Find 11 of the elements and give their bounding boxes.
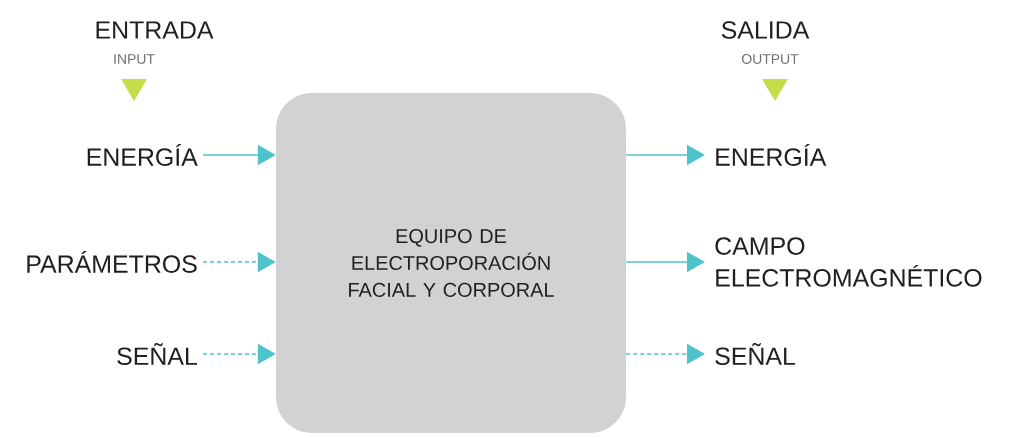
input-label: PARÁMETROS [27,251,197,273]
output-label: CAMPO ELECTROMAGNÉTICO [715,237,982,287]
subheading: INPUT [114,54,155,64]
output-label: SEÑAL [715,342,796,366]
input-label: ENERGÍA [87,144,198,166]
heading: ENTRADA [96,21,214,39]
subheading: OUTPUT [742,54,799,64]
heading: SALIDA [721,21,810,39]
output-label: ENERGÍA [716,144,827,166]
input-label: SEÑAL [117,342,197,366]
device-box: EQUIPO DE ELECTROPORACIÓN FACIAL Y CORPORAL [276,93,626,433]
